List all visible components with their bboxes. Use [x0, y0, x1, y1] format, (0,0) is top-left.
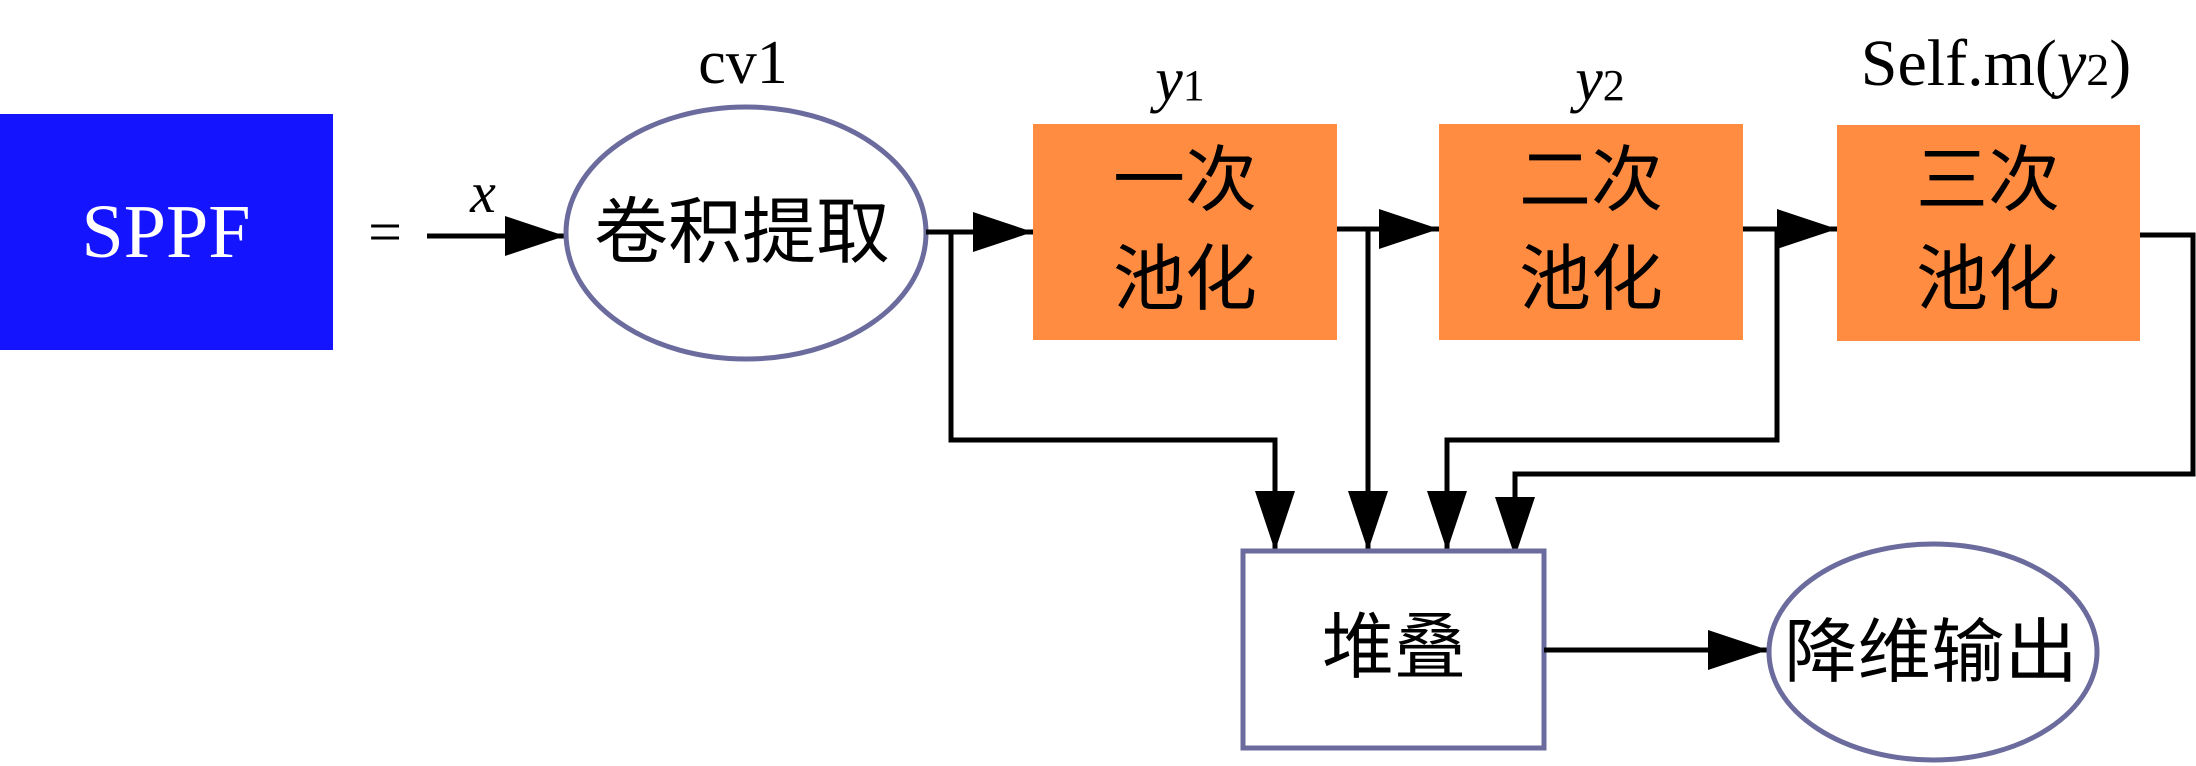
- sppf-block: SPPF: [0, 114, 333, 350]
- pool-3-caption-var: y: [2051, 27, 2087, 100]
- branch-connectors: [948, 229, 2196, 557]
- main-flow: [926, 209, 1837, 252]
- pool-1-rect: [1033, 124, 1337, 340]
- stack-label: 堆叠: [1322, 605, 1466, 689]
- pool-3-line1: 三次: [1916, 138, 2060, 222]
- branch-conv-to-stack: [948, 232, 1295, 551]
- pool-1-caption-sub: 1: [1183, 61, 1205, 110]
- pool-1-caption: y1: [1149, 46, 1205, 114]
- pool-2-caption-sub: 2: [1603, 61, 1625, 110]
- branch-pool2-to-stack: [1427, 229, 1780, 551]
- pool-2-line2: 池化: [1519, 237, 1663, 321]
- stack-rect: [1240, 548, 1547, 751]
- sppf-label: SPPF: [81, 190, 250, 274]
- pool-1-line1: 一次: [1113, 138, 1257, 222]
- branch-pool3-to-stack: [1495, 232, 2196, 557]
- pool-3-caption-sub: 2: [2086, 44, 2109, 95]
- pool-2-caption-var: y: [1569, 46, 1603, 114]
- pool-3-caption-suffix: ): [2109, 27, 2131, 100]
- conv-caption: cv1: [698, 29, 788, 97]
- pool-block-3: Self.m(y2) 三次 池化: [1837, 27, 2140, 341]
- pool-2-rect: [1439, 124, 1743, 340]
- input-label-x: x: [469, 160, 496, 225]
- conv-label: 卷积提取: [594, 190, 890, 274]
- pool-3-caption-prefix: Self.m(: [1861, 27, 2057, 100]
- stack-block: 堆叠: [1240, 548, 1547, 751]
- pool-3-caption: Self.m(y2): [1861, 27, 2131, 100]
- pool-2-caption: y2: [1569, 46, 1625, 114]
- sppf-block-rect: [0, 114, 333, 350]
- pool-3-line2: 池化: [1916, 237, 2060, 321]
- pool-2-line1: 二次: [1519, 138, 1663, 222]
- output-ellipse: [1766, 541, 2100, 763]
- pool-block-2: y2 二次 池化: [1439, 46, 1743, 340]
- pool-3-rect: [1837, 125, 2140, 341]
- output-node: 降维输出: [1766, 541, 2100, 763]
- equals-sign: =: [368, 199, 402, 265]
- pool-1-caption-var: y: [1149, 46, 1183, 114]
- input-arrow: x: [427, 160, 565, 256]
- output-label: 降维输出: [1784, 611, 2078, 693]
- conv-node: cv1 卷积提取: [563, 29, 929, 362]
- pool-block-1: y1 一次 池化: [1033, 46, 1337, 340]
- pool-1-line2: 池化: [1113, 237, 1257, 321]
